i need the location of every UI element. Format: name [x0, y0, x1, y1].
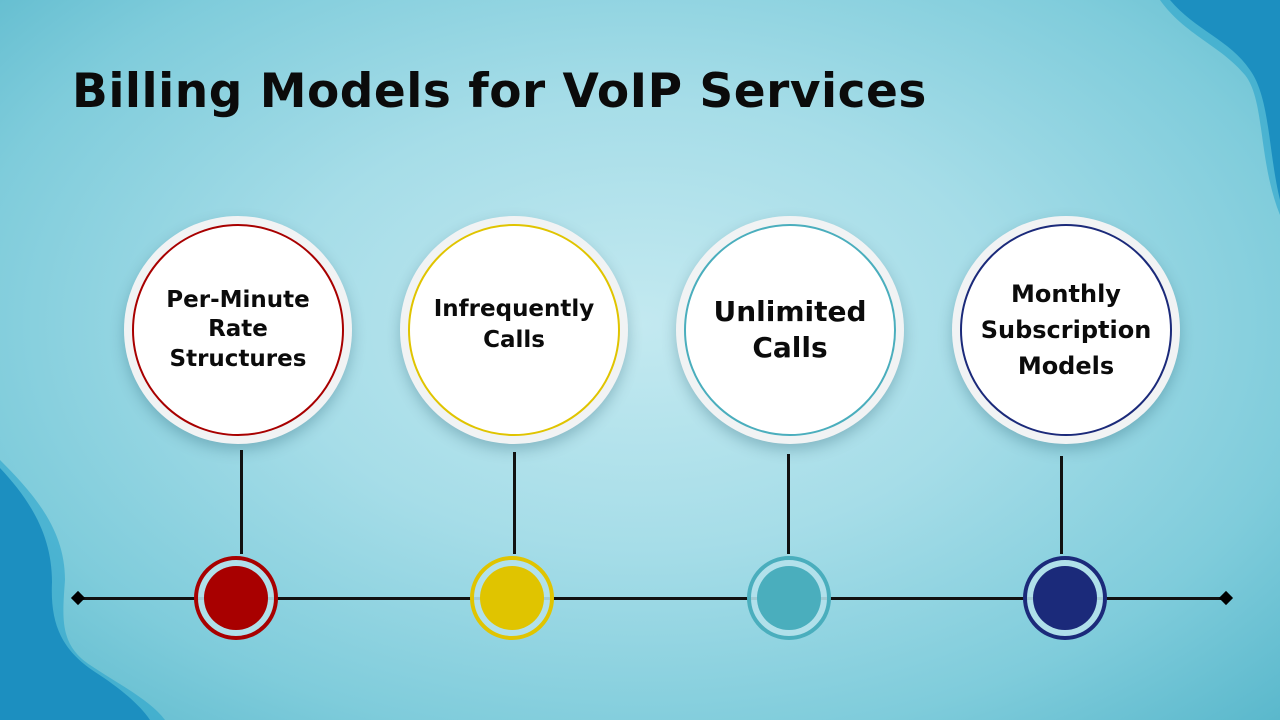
label-line: Monthly [1011, 280, 1121, 308]
marker-fill [480, 566, 544, 630]
label-line: Structures [169, 345, 307, 372]
top-right-wave-shape [1160, 0, 1280, 215]
timeline-marker-navy [1023, 556, 1107, 640]
label-line: Unlimited [713, 294, 867, 328]
timeline-marker-teal [747, 556, 831, 640]
axis-end-diamond-icon [1218, 590, 1234, 606]
connector-line [1060, 456, 1063, 554]
bottom-left-wave-shape [0, 460, 165, 720]
card-monthly-subscription: Monthly Subscription Models [952, 216, 1180, 444]
timeline-marker-yellow [470, 556, 554, 640]
card-label: Per-Minute Rate Structures [164, 286, 311, 374]
marker-fill [757, 566, 821, 630]
connector-line [513, 452, 516, 554]
marker-fill [1033, 566, 1097, 630]
timeline-axis [78, 597, 1226, 600]
label-line: Per-Minute [166, 286, 310, 313]
card-label: Infrequently Calls [432, 294, 597, 356]
label-line: Models [1017, 352, 1115, 380]
label-line: Calls [752, 331, 828, 364]
card-label: Unlimited Calls [711, 294, 868, 367]
page-title: Billing Models for VoIP Services [72, 64, 927, 119]
card-border-teal: Unlimited Calls [684, 224, 896, 436]
card-infrequently-calls: Infrequently Calls [400, 216, 628, 444]
card-border-yellow: Infrequently Calls [408, 224, 620, 436]
label-line: Infrequently [433, 295, 595, 322]
label-line: Calls [483, 327, 545, 353]
label-line: Rate [208, 316, 268, 343]
connector-line [787, 454, 790, 554]
connector-line [240, 450, 243, 554]
label-line: Subscription [980, 316, 1152, 344]
marker-fill [204, 566, 268, 630]
card-unlimited-calls: Unlimited Calls [676, 216, 904, 444]
card-per-minute-rate: Per-Minute Rate Structures [124, 216, 352, 444]
card-border-red: Per-Minute Rate Structures [132, 224, 344, 436]
timeline-marker-red [194, 556, 278, 640]
card-label: Monthly Subscription Models [979, 276, 1154, 384]
card-border-navy: Monthly Subscription Models [960, 224, 1172, 436]
